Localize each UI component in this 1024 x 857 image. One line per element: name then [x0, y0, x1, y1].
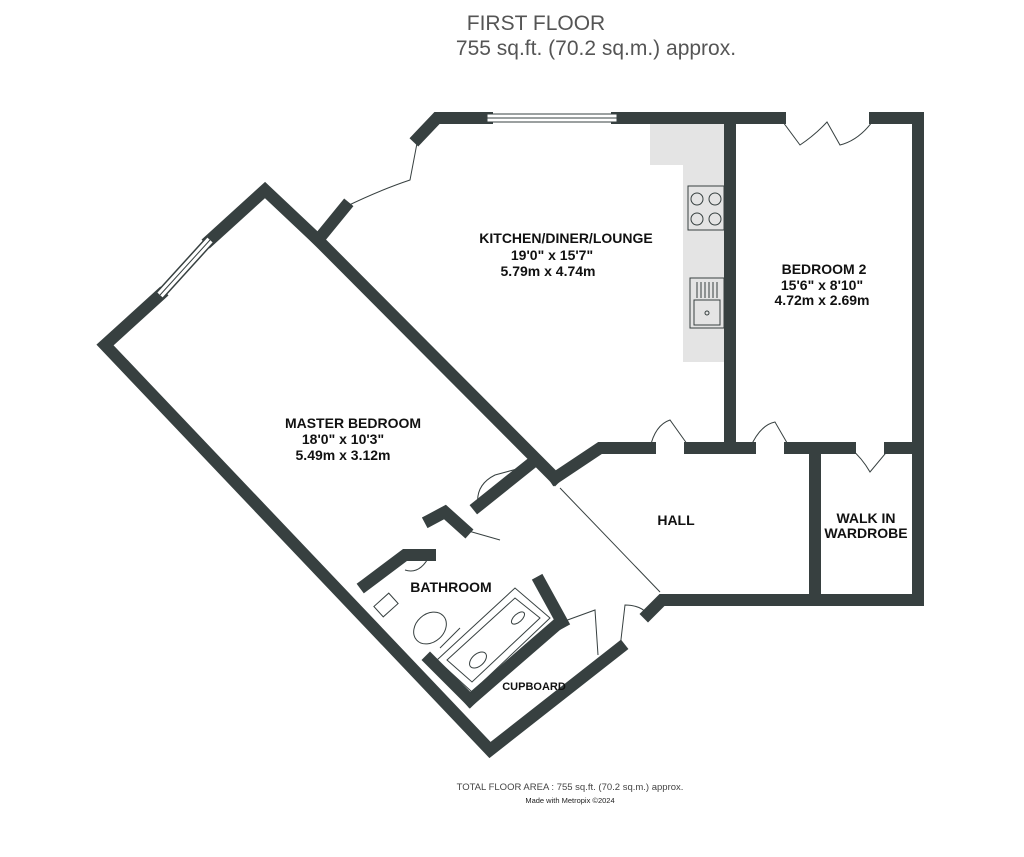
- bathtub-icon: [436, 587, 551, 693]
- walls: [96, 112, 924, 759]
- sink-icon: [689, 277, 725, 329]
- toilet-icon: [413, 611, 461, 649]
- wardrobe-label-2: WARDROBE: [824, 525, 907, 541]
- master-label: MASTER BEDROOM: [285, 415, 421, 431]
- basin-icon: [373, 592, 399, 618]
- bedroom2-label: BEDROOM 2: [782, 261, 867, 277]
- master-metric: 5.49m x 3.12m: [296, 447, 391, 463]
- wardrobe-label-1: WALK IN: [836, 510, 895, 526]
- bedroom2-imperial: 15'6" x 8'10": [781, 277, 863, 293]
- cupboard-label: CUPBOARD: [502, 681, 566, 693]
- window: [156, 113, 618, 299]
- kitchen-imperial: 19'0" x 15'7": [511, 247, 593, 263]
- kitchen-metric: 5.79m x 4.74m: [501, 263, 596, 279]
- total-floor-area: TOTAL FLOOR AREA : 755 sq.ft. (70.2 sq.m…: [456, 782, 684, 793]
- floor-title: FIRST FLOOR: [466, 12, 606, 35]
- door-swings: [344, 117, 891, 656]
- bathroom-label: BATHROOM: [410, 579, 491, 595]
- kitchen-counter: [650, 122, 725, 362]
- kitchen-label: KITCHEN/DINER/LOUNGE: [479, 230, 652, 246]
- master-imperial: 18'0" x 10'3": [302, 431, 384, 447]
- floor-area: 755 sq.ft. (70.2 sq.m.) approx.: [455, 37, 737, 60]
- bedroom2-metric: 4.72m x 2.69m: [775, 292, 870, 308]
- credit: Made with Metropix ©2024: [525, 796, 615, 805]
- hall-label: HALL: [657, 512, 695, 528]
